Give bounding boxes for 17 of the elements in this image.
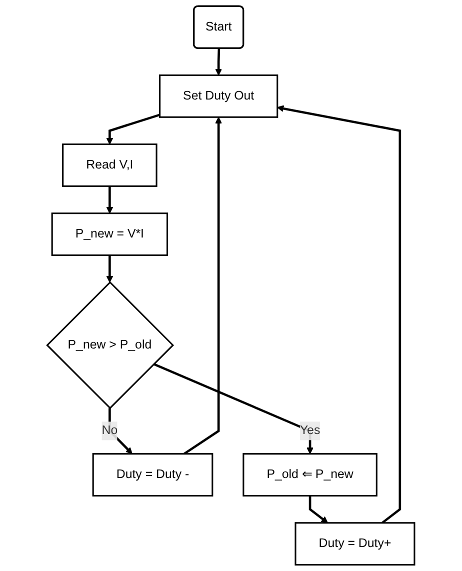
node-box: Duty = Duty+ <box>294 522 416 566</box>
node-box: Duty = Duty - <box>92 453 214 497</box>
arrow <box>215 48 222 76</box>
arrow <box>277 105 402 524</box>
arrow <box>106 114 160 145</box>
edge-label: No <box>102 424 118 438</box>
arrow <box>153 363 314 454</box>
arrow <box>106 255 114 283</box>
node-box: Set Duty Out <box>159 74 278 118</box>
node-box: P_new = V*I <box>51 212 168 256</box>
node-box: P_old ⇐ P_new <box>242 453 378 497</box>
node-box: Read V,I <box>62 144 158 187</box>
arrow <box>309 496 328 524</box>
node-diamond: P_new > P_old <box>46 281 174 410</box>
arrow <box>184 116 222 455</box>
arrow <box>106 186 114 214</box>
edge-label: Yes <box>300 424 320 438</box>
